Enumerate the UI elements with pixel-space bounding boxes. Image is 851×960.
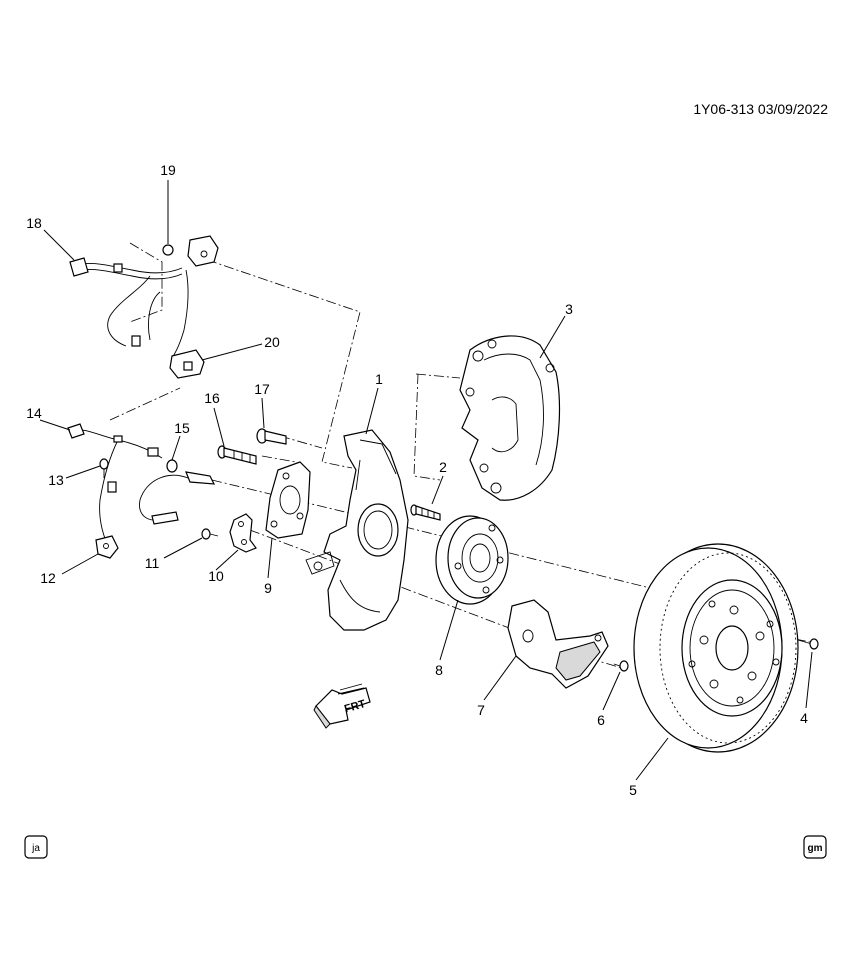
- front-direction-arrow: FRT: [313, 683, 371, 729]
- wheel-hub-bearing: [435, 515, 509, 605]
- hose-connector: [169, 349, 205, 379]
- hub-gasket: [265, 461, 311, 539]
- brake-shield: [507, 599, 609, 689]
- badge-left: ja: [24, 835, 48, 859]
- leader-lines: [39, 180, 813, 781]
- wheel-speed-sensor: [139, 459, 216, 525]
- sensor-bracket: [229, 513, 257, 553]
- brake-rotor: [633, 543, 799, 753]
- frt-label: FRT: [343, 698, 367, 716]
- callout-15: 15: [174, 420, 190, 436]
- callout-9: 9: [264, 580, 272, 596]
- harness-clip-bolt: [99, 458, 109, 478]
- callout-6: 6: [597, 712, 605, 728]
- callout-14: 14: [26, 405, 42, 421]
- callout-11: 11: [145, 555, 160, 571]
- callout-12: 12: [40, 570, 56, 586]
- badge-left-text: ja: [31, 843, 40, 854]
- diagram-reference: 1Y06-313 03/09/2022: [693, 101, 828, 117]
- steering-knuckle: [305, 429, 409, 631]
- callout-labels: 1 2 3 4 5 6 7 8 9 10 11 12 13 14 15 16 1…: [26, 162, 808, 798]
- callout-13: 13: [48, 472, 64, 488]
- shield-bolt: [613, 660, 629, 672]
- bracket-bolt: [201, 528, 219, 540]
- brake-caliper: [459, 335, 561, 501]
- callout-8: 8: [435, 662, 443, 678]
- badge-right: gm: [803, 835, 827, 859]
- callout-3: 3: [565, 301, 573, 317]
- callout-16: 16: [204, 390, 220, 406]
- knuckle-bolt-16: [217, 445, 257, 465]
- callout-18: 18: [26, 215, 42, 231]
- callout-5: 5: [629, 782, 637, 798]
- callout-1: 1: [375, 371, 383, 387]
- harness-bracket: [95, 535, 119, 559]
- callout-19: 19: [160, 162, 176, 178]
- brake-hose: [69, 257, 189, 359]
- callout-10: 10: [208, 568, 224, 584]
- callout-17: 17: [254, 381, 270, 397]
- badge-right-text: gm: [808, 843, 823, 854]
- callout-20: 20: [264, 334, 280, 350]
- callout-4: 4: [800, 710, 808, 726]
- wheel-stud: [410, 504, 441, 521]
- rotor-screw: [797, 638, 819, 650]
- callout-7: 7: [477, 702, 485, 718]
- callout-2: 2: [439, 459, 447, 475]
- knuckle-bolt-17: [256, 428, 287, 445]
- hose-bracket-bolt: [162, 235, 219, 267]
